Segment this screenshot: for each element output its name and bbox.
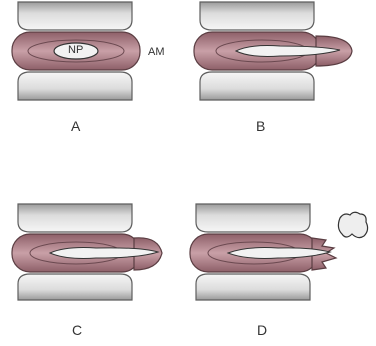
panel-b-label: B [256, 118, 265, 134]
panel-c-label: C [72, 322, 82, 338]
panel-d-drawing [190, 204, 336, 300]
np-label: NP [68, 44, 83, 56]
panel-b-drawing [194, 2, 352, 100]
am-label: AM [148, 46, 165, 58]
panel-d-label: D [257, 322, 267, 338]
sequestered-fragment [338, 212, 367, 237]
panel-a-label: A [71, 118, 80, 134]
panel-c-drawing [12, 204, 162, 300]
